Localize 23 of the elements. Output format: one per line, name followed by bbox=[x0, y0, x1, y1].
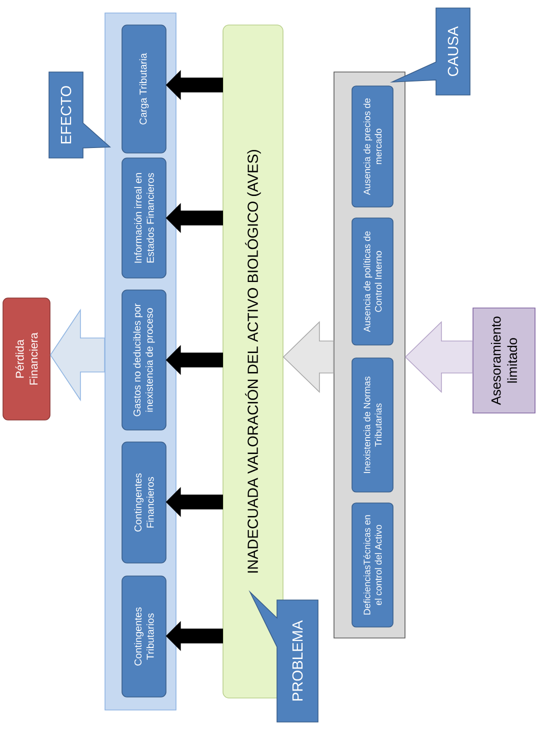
effect-box: Contingentes Financieros bbox=[122, 442, 166, 564]
arrow bbox=[166, 70, 223, 100]
factor-box: Asesoramiento limitado bbox=[472, 308, 536, 414]
block-arrow bbox=[50, 308, 105, 402]
arrow bbox=[166, 487, 223, 517]
callout: CAUSA bbox=[390, 8, 470, 96]
cause-box: Ausencia de precios de mercado bbox=[352, 86, 394, 208]
cause-box: DeficienciasTécnicas en el control del Activo bbox=[352, 502, 394, 628]
callout: EFECTO bbox=[48, 72, 112, 158]
effect-box: Contingentes Tributarios bbox=[122, 576, 166, 698]
block-arrow bbox=[282, 321, 334, 393]
effect-box: Carga Tributaria bbox=[122, 24, 166, 154]
cause-box: Inexistencia de Normas Tributarias bbox=[352, 358, 394, 492]
problem-band: INADECUADA VALORACIÓN DEL ACTIVO BIOLÓGICO (AVES) bbox=[222, 24, 284, 698]
arrow bbox=[166, 621, 223, 651]
effect-box: Información irreal en Estados Financieros bbox=[122, 158, 166, 278]
effect-box: Gastos no deducibles por inexistencia de proceso bbox=[122, 290, 166, 430]
result-box: Pérdida Financiera bbox=[2, 298, 50, 420]
arrow bbox=[166, 345, 223, 375]
arrow bbox=[166, 203, 223, 233]
callout: PROBLEMA bbox=[248, 590, 318, 722]
cause-box: Ausencia de políticas de Control Interno bbox=[352, 218, 394, 346]
block-arrow bbox=[404, 321, 473, 393]
